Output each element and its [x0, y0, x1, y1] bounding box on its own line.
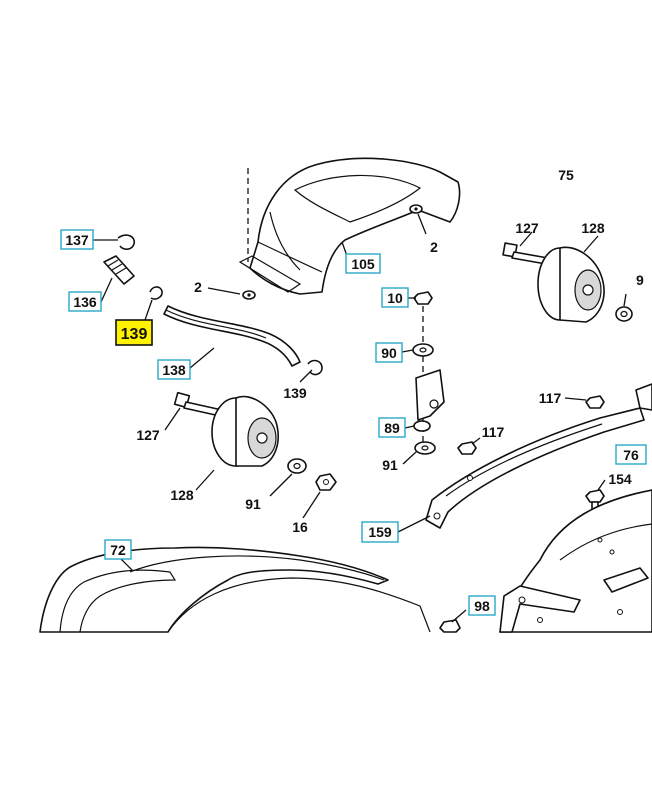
washer-2-top	[409, 204, 423, 214]
callout-89-text: 89	[384, 420, 400, 436]
washer-right-9	[615, 306, 633, 322]
callout-10: 10	[381, 287, 409, 308]
washer-91-left	[287, 458, 307, 474]
washer-2-left	[242, 290, 256, 300]
callout-72-text: 72	[110, 542, 126, 558]
wheel-128-left	[211, 395, 279, 467]
hose-clamp-139	[149, 286, 163, 300]
label-2-top: 2	[430, 239, 438, 255]
label-139-right: 139	[283, 385, 307, 401]
label-117-b: 117	[482, 424, 505, 440]
leader-lines	[93, 213, 637, 623]
callout-90: 90	[375, 342, 403, 363]
nut-16	[315, 473, 337, 491]
label-16: 16	[292, 519, 308, 535]
callout-89: 89	[378, 417, 406, 438]
frame-lower-right	[499, 489, 652, 633]
arm-159	[425, 407, 645, 529]
label-154: 154	[608, 471, 632, 487]
callout-76-text: 76	[623, 447, 639, 463]
label-75: 75	[558, 167, 574, 183]
callout-72: 72	[104, 539, 132, 560]
callout-76: 76	[615, 444, 647, 465]
callout-105: 105	[345, 253, 381, 274]
bracket-right-76	[635, 383, 652, 411]
callout-98: 98	[468, 595, 496, 616]
label-117-a: 117	[539, 390, 562, 406]
callout-10-text: 10	[387, 290, 403, 306]
bolt-127-left	[173, 391, 223, 417]
nut-117-a	[585, 395, 605, 409]
callout-136: 136	[68, 291, 102, 312]
label-128-left: 128	[170, 487, 194, 503]
label-91-left: 91	[245, 496, 261, 512]
clip-137	[117, 234, 136, 250]
callout-136-text: 136	[73, 294, 97, 310]
label-128-right: 128	[581, 220, 605, 236]
label-127-left: 127	[136, 427, 160, 443]
bracket-89	[413, 369, 445, 432]
callout-98-text: 98	[474, 598, 490, 614]
callout-159-text: 159	[368, 524, 392, 540]
bolt-127-right	[502, 242, 549, 265]
callout-138: 138	[157, 359, 191, 380]
nut-98	[439, 619, 461, 633]
fitting-136	[103, 255, 135, 285]
callout-90-text: 90	[381, 345, 397, 361]
label-127-right: 127	[515, 220, 539, 236]
wheel-128-right	[537, 246, 605, 323]
body-72	[39, 546, 431, 633]
callout-139-highlight-text: 139	[121, 326, 148, 343]
label-2-left: 2	[194, 279, 202, 295]
callout-159: 159	[361, 521, 399, 543]
nut-117-b	[457, 441, 477, 455]
callout-137: 137	[60, 229, 94, 250]
callout-139-highlight: 139	[115, 319, 153, 346]
washer-90	[412, 343, 434, 357]
washer-91-right	[414, 441, 436, 455]
hose-138	[163, 305, 301, 367]
callout-137-text: 137	[65, 232, 89, 248]
label-91-right: 91	[382, 457, 398, 473]
callout-138-text: 138	[162, 362, 186, 378]
bolt-10	[413, 291, 433, 305]
callout-105-text: 105	[351, 256, 375, 272]
label-9: 9	[636, 272, 644, 288]
